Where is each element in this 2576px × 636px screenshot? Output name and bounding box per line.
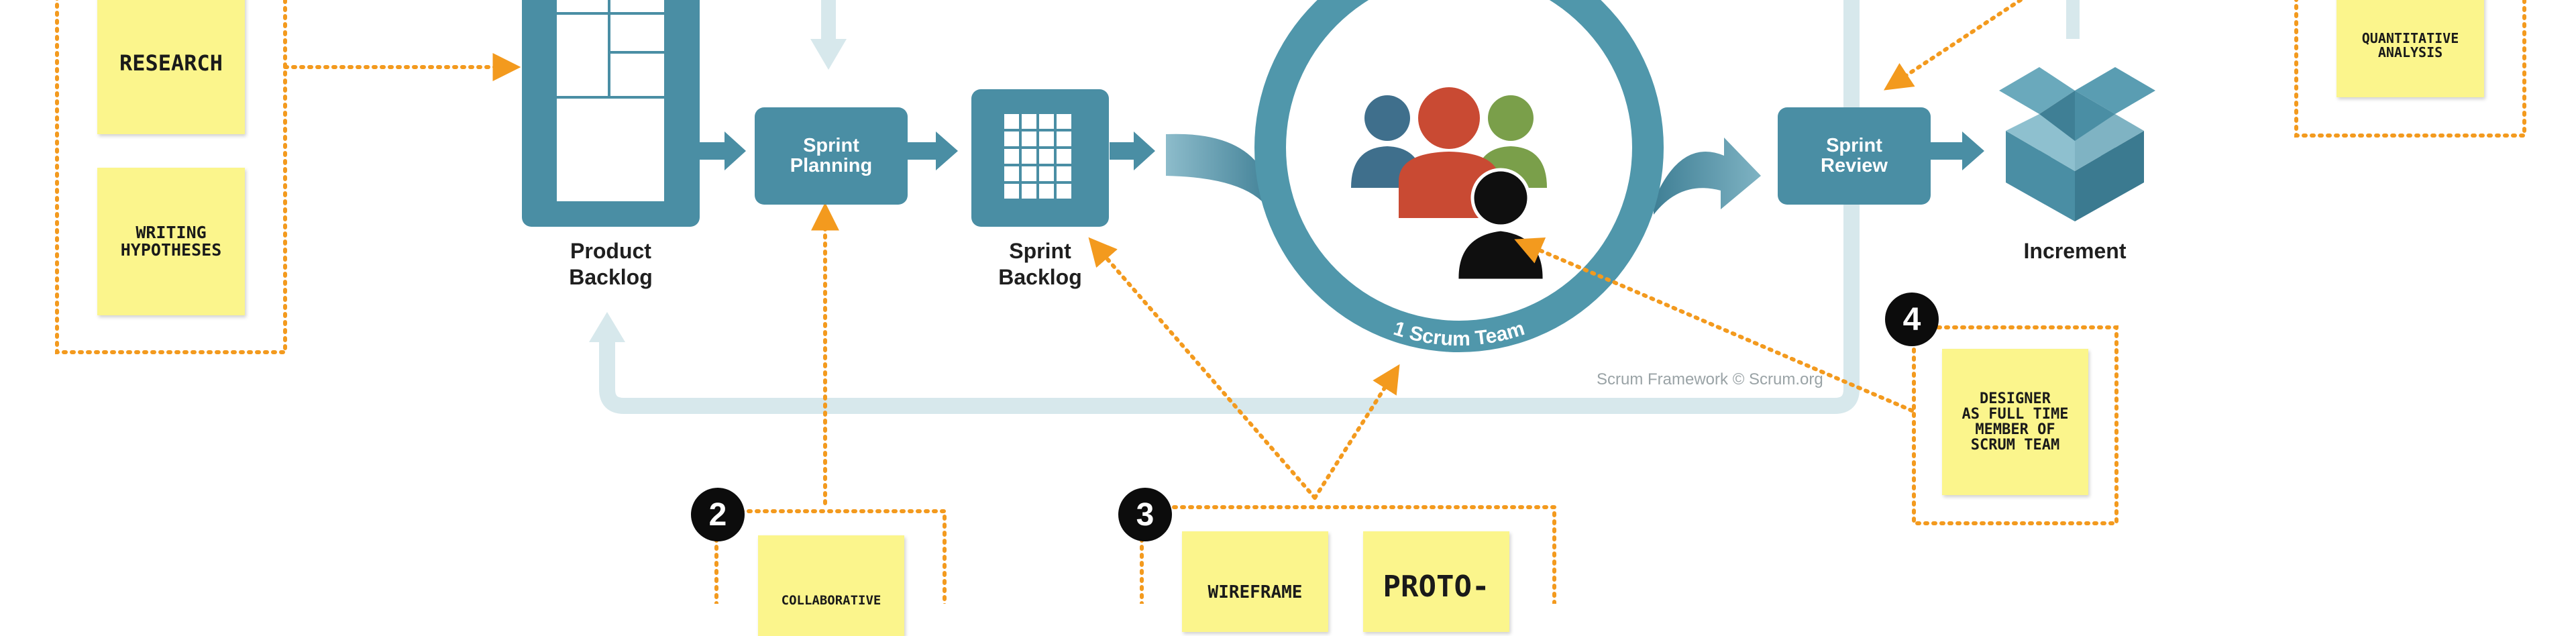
annotation-frames	[55, 0, 2526, 604]
sticky-wireframe: WIREFRAME	[1182, 531, 1328, 632]
sticky-collaborative: COLLABORATIVE	[758, 535, 904, 636]
increment-label: Increment	[2023, 239, 2127, 263]
scrum-diagram-canvas: 1 Scrum Team	[55, 0, 2526, 604]
sticky-research: RESEARCH	[97, 0, 245, 134]
swoosh-into-team	[1166, 134, 1275, 221]
sticky-quantitative-analysis: QUANTITATIVE ANALYSIS	[2337, 0, 2484, 97]
copyright-credit: Scrum Framework © Scrum.org	[1597, 370, 1823, 388]
sprint-review-box: Sprint Review	[1778, 107, 1931, 205]
annotation-arrows	[283, 0, 2023, 505]
sticky-designer: DESIGNER AS FULL TIME MEMBER OF SCRUM TE…	[1942, 349, 2088, 495]
product-backlog-label: Product Backlog	[569, 239, 653, 290]
step-badge-4: 4	[1885, 293, 1939, 346]
sprint-backlog-icon	[971, 89, 1109, 227]
sticky-writing-hypotheses: WRITING HYPOTHESES	[97, 168, 245, 315]
sprint-planning-box: Sprint Planning	[755, 107, 908, 205]
sprint-backlog-label: Sprint Backlog	[998, 239, 1082, 290]
feedback-loop-arrow	[589, 0, 2080, 414]
product-backlog-icon	[522, 0, 700, 227]
swoosh-out-team	[1654, 138, 1761, 215]
increment-box-icon	[1999, 67, 2155, 221]
flow-arrows	[700, 131, 1984, 170]
step-badge-2: 2	[691, 488, 745, 541]
step-badge-3: 3	[1118, 488, 1172, 541]
sticky-proto: PROTO-	[1363, 531, 1509, 632]
